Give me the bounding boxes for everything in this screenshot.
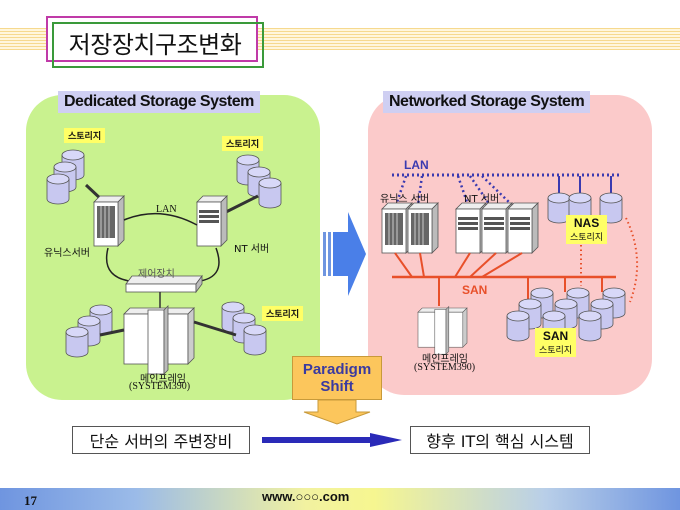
san-storage-badge: SAN 스토리지 bbox=[535, 328, 577, 357]
from-label-box: 단순 서버의 주변장비 bbox=[72, 426, 250, 454]
right-unix-server-label: 유닉스 서버 bbox=[380, 194, 430, 205]
left-storage-group-3 bbox=[65, 304, 113, 358]
shift-down-arrow-icon bbox=[303, 399, 371, 425]
slide-title: 저장장치구조변화 bbox=[68, 30, 242, 59]
left-nt-server bbox=[196, 195, 228, 247]
footer-url: www.○○○.com bbox=[262, 489, 350, 504]
right-nt-servers bbox=[455, 202, 539, 254]
footer-bar bbox=[0, 488, 680, 510]
right-mainframe-label: 메인프레임 bbox=[422, 354, 468, 365]
left-mainframe-model: (SYSTEM390) bbox=[129, 381, 191, 392]
paradigm-shift-line1: Paradigm bbox=[302, 361, 372, 378]
nas-storage-badge: NAS 스토리지 bbox=[566, 215, 608, 244]
left-storage-badge-3: 스토리지 bbox=[262, 306, 304, 321]
san-storage-subtitle: 스토리지 bbox=[539, 346, 573, 356]
page-number: 17 bbox=[24, 493, 37, 508]
left-lan-line bbox=[123, 212, 198, 226]
left-storage-badge-1: 스토리지 bbox=[64, 128, 106, 143]
bottom-transition-arrow-icon bbox=[262, 433, 402, 447]
left-nt-server-label: NT 서버 bbox=[234, 244, 270, 255]
nas-storage-title: NAS bbox=[573, 216, 600, 230]
paradigm-shift-line2: Shift bbox=[320, 378, 354, 395]
right-unix-servers bbox=[381, 202, 439, 254]
right-mainframe bbox=[417, 306, 468, 355]
controller-label: 제어장치 bbox=[138, 269, 175, 280]
dedicated-storage-title: Dedicated Storage System bbox=[58, 91, 260, 113]
nas-storage-subtitle: 스토리지 bbox=[570, 233, 604, 243]
right-san-label: SAN bbox=[462, 283, 488, 297]
right-nt-server-label: NT 서버 bbox=[464, 194, 500, 205]
right-mainframe-model: (SYSTEM390) bbox=[414, 362, 476, 373]
left-lan-label: LAN bbox=[156, 204, 177, 215]
paradigm-shift-box: Paradigm Shift bbox=[292, 356, 382, 400]
left-mainframe-label: 메인프레임 bbox=[140, 374, 186, 385]
controller-device bbox=[125, 274, 203, 294]
transition-arrow-icon bbox=[323, 212, 366, 296]
left-unix-server bbox=[93, 195, 125, 247]
left-storage-group-4 bbox=[221, 301, 267, 356]
left-mainframe bbox=[123, 305, 195, 375]
to-label-box: 향후 IT의 핵심 시스템 bbox=[410, 426, 590, 454]
left-storage-badge-2: 스토리지 bbox=[222, 136, 264, 151]
title-frame-shadow bbox=[52, 22, 264, 68]
left-unix-server-label: 유닉스서버 bbox=[44, 248, 90, 259]
networked-storage-title: Networked Storage System bbox=[383, 91, 591, 113]
san-storage-title: SAN bbox=[542, 329, 569, 343]
left-storage-group-1 bbox=[46, 149, 85, 205]
right-lan-label: LAN bbox=[404, 158, 429, 172]
left-storage-group-2 bbox=[236, 154, 282, 209]
